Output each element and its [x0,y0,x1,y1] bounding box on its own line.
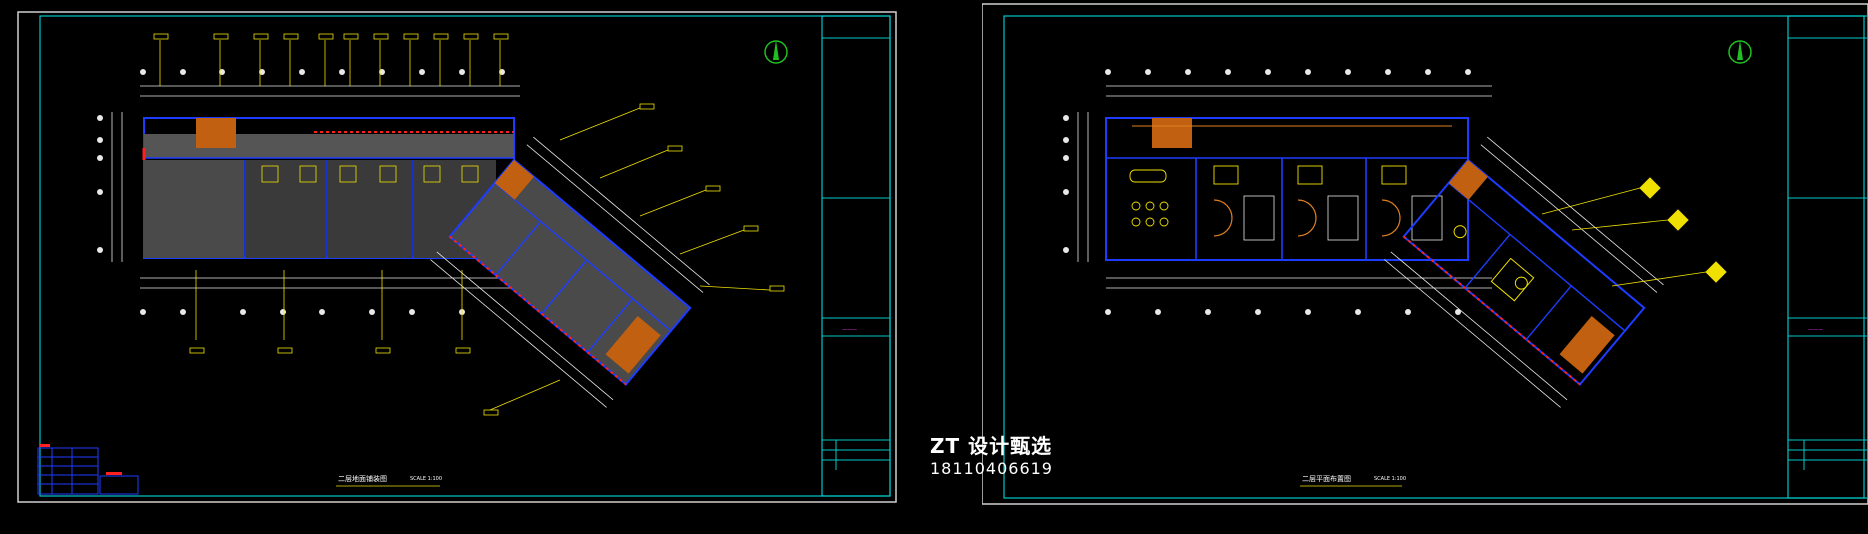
drawing-scale-right: SCALE 1:100 [1374,476,1407,482]
drawing-caption-left: 二层地面铺装图 [338,475,387,483]
floor-finish-plan-canvas: ——— [17,11,897,503]
drawing-scale-left: SCALE 1:100 [410,476,443,482]
svg-text:———: ——— [1808,327,1823,333]
watermark-logo: ZT 设计甄选 [930,434,1053,458]
drawing-sheet-right[interactable]: ——— [982,0,1868,534]
furniture-layout-plan-canvas: ——— [982,3,1868,505]
svg-text:———: ——— [842,327,857,333]
watermark: ZT 设计甄选 18110406619 [930,430,1053,478]
watermark-phone: 18110406619 [930,459,1053,478]
drawing-caption-right: 二层平面布置图 [1302,475,1351,483]
drawing-sheet-left[interactable]: ——— [0,0,900,534]
